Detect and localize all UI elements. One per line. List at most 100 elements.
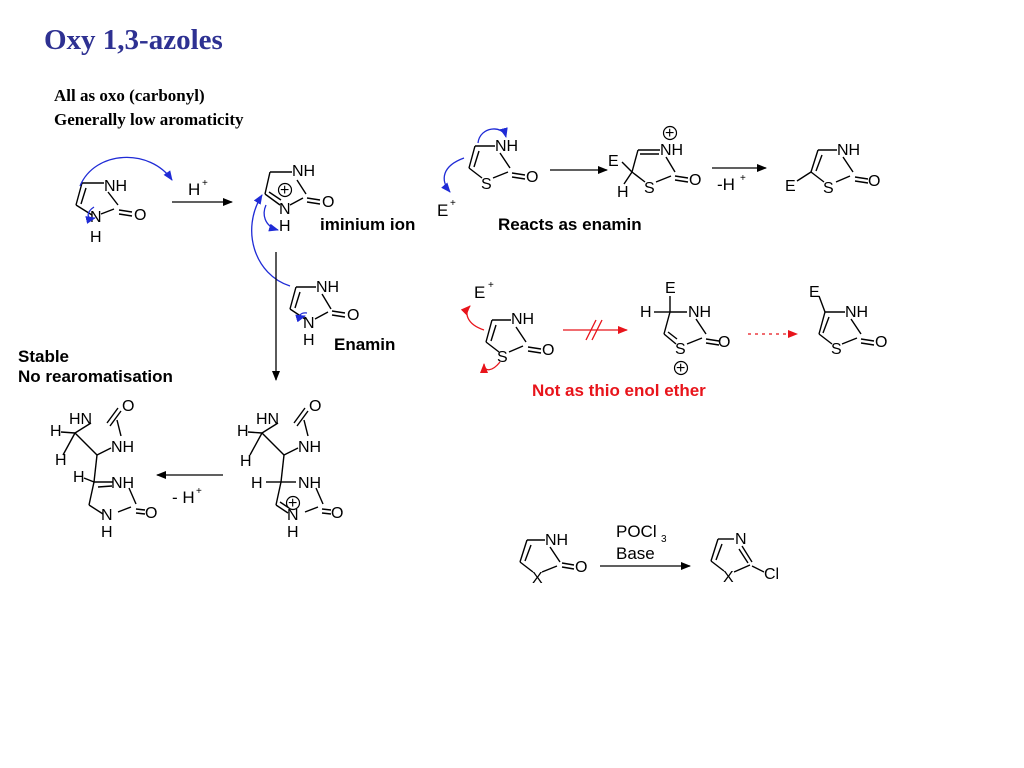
atom-h: H — [640, 304, 652, 321]
reagent-h-plus: H — [188, 180, 200, 199]
atom-h: H — [101, 524, 113, 541]
curved-arrow-red-top — [460, 305, 485, 331]
thiazolone-s-attack — [485, 319, 542, 354]
atom-e: E — [809, 284, 820, 301]
dimer-stable — [60, 407, 146, 515]
atom-nh: NH — [845, 304, 868, 321]
thiazolone-sulfonium — [654, 296, 720, 346]
reagent-pocl3: POCl — [616, 522, 657, 541]
reagent-minus-h: - H — [172, 488, 195, 507]
thiazolone-start — [468, 145, 526, 180]
reagent-e-plus: E — [437, 201, 448, 220]
cross-mark — [591, 319, 603, 341]
reagent-e-plus-sup: + — [450, 198, 456, 209]
atom-h: H — [287, 524, 299, 541]
azolone-generic — [519, 539, 575, 573]
atom-o: O — [145, 505, 157, 522]
reagent-minus-h-sup: + — [196, 486, 202, 497]
subtitle-oxo: All as oxo (carbonyl) — [54, 86, 205, 105]
atom-h: H — [240, 453, 252, 470]
atom-nh: NH — [495, 138, 518, 155]
reagent-h-plus-sup: + — [202, 178, 208, 189]
iminium-structure — [264, 171, 321, 206]
atom-cl: Cl — [764, 566, 779, 583]
charge-plus: + — [280, 182, 289, 199]
chloroazole-product — [710, 538, 765, 573]
atom-nh: NH — [511, 311, 534, 328]
atom-nh: NH — [292, 163, 315, 180]
atom-e: E — [785, 178, 796, 195]
curved-arrow-thiazolone-lp — [477, 127, 508, 144]
atom-n: N — [735, 531, 747, 548]
atom-o: O — [542, 342, 554, 359]
curved-arrow-thiazolone-electrophile — [441, 157, 465, 193]
atom-o: O — [689, 172, 701, 189]
atom-nh: NH — [688, 304, 711, 321]
atom-nh: NH — [111, 439, 134, 456]
plus-charge-icon — [285, 495, 301, 511]
subtitle-aromaticity: Generally low aromaticity — [54, 110, 244, 129]
atom-o: O — [868, 173, 880, 190]
label-iminium-ion: iminium ion — [320, 215, 415, 234]
atom-h: H — [617, 184, 629, 201]
atom-o: O — [526, 169, 538, 186]
atom-nh: NH — [104, 178, 127, 195]
atom-x: X — [723, 569, 734, 586]
atom-n: N — [279, 201, 291, 218]
label-reacts-as-enamin: Reacts as enamin — [498, 215, 642, 234]
atom-e: E — [608, 153, 619, 170]
atom-nh: NH — [837, 142, 860, 159]
reagent-pocl3-sub: 3 — [661, 534, 667, 545]
atom-x: X — [532, 570, 543, 587]
atom-h: H — [237, 423, 249, 440]
atom-s: S — [831, 341, 842, 358]
dimer-protonated — [247, 407, 332, 515]
atom-h: H — [50, 423, 62, 440]
curved-arrow-lone-pair — [85, 206, 96, 224]
cross-mark — [585, 319, 597, 341]
atom-n: N — [287, 507, 299, 524]
reagent-minus-h-2-sup: + — [740, 173, 746, 184]
atom-o: O — [718, 334, 730, 351]
reagent-minus-h-2: -H — [717, 175, 735, 194]
label-stable: Stable — [18, 347, 69, 366]
atom-hn: HN — [69, 411, 92, 428]
atom-s: S — [497, 349, 508, 366]
atom-o: O — [347, 307, 359, 324]
atom-n: N — [90, 209, 102, 226]
thiazolone-4-substituted — [818, 295, 875, 346]
plus-charge-icon — [673, 360, 689, 376]
label-no-rearomatisation: No rearomatisation — [18, 367, 173, 386]
curved-arrow-enamin-lp — [295, 312, 308, 323]
atom-o: O — [122, 398, 134, 415]
atom-s: S — [675, 341, 686, 358]
atom-o: O — [331, 505, 343, 522]
atom-o: O — [309, 398, 321, 415]
atom-nh: NH — [111, 475, 134, 492]
atom-s: S — [481, 176, 492, 193]
atom-s: S — [644, 180, 655, 197]
atom-s: S — [823, 180, 834, 197]
atom-n: N — [101, 507, 113, 524]
charge-plus: + — [676, 360, 685, 377]
curved-arrow-enamin-attack — [251, 194, 291, 287]
atom-nh: NH — [316, 279, 339, 296]
atom-h: H — [251, 475, 263, 492]
label-not-thio-enol-ether: Not as thio enol ether — [532, 381, 706, 400]
atom-nh: NH — [298, 439, 321, 456]
thiazolone-product — [796, 149, 869, 184]
page-title: Oxy 1,3-azoles — [44, 24, 223, 56]
atom-o: O — [322, 194, 334, 211]
atom-h: H — [303, 332, 315, 349]
atom-o: O — [134, 207, 146, 224]
reagent-e-plus-sup: + — [488, 280, 494, 291]
atom-e: E — [665, 280, 676, 297]
atom-nh: NH — [660, 142, 683, 159]
atom-nh: NH — [298, 475, 321, 492]
atom-h: H — [279, 218, 291, 235]
label-enamin: Enamin — [334, 335, 395, 354]
atom-o: O — [875, 334, 887, 351]
atom-n: N — [303, 315, 315, 332]
